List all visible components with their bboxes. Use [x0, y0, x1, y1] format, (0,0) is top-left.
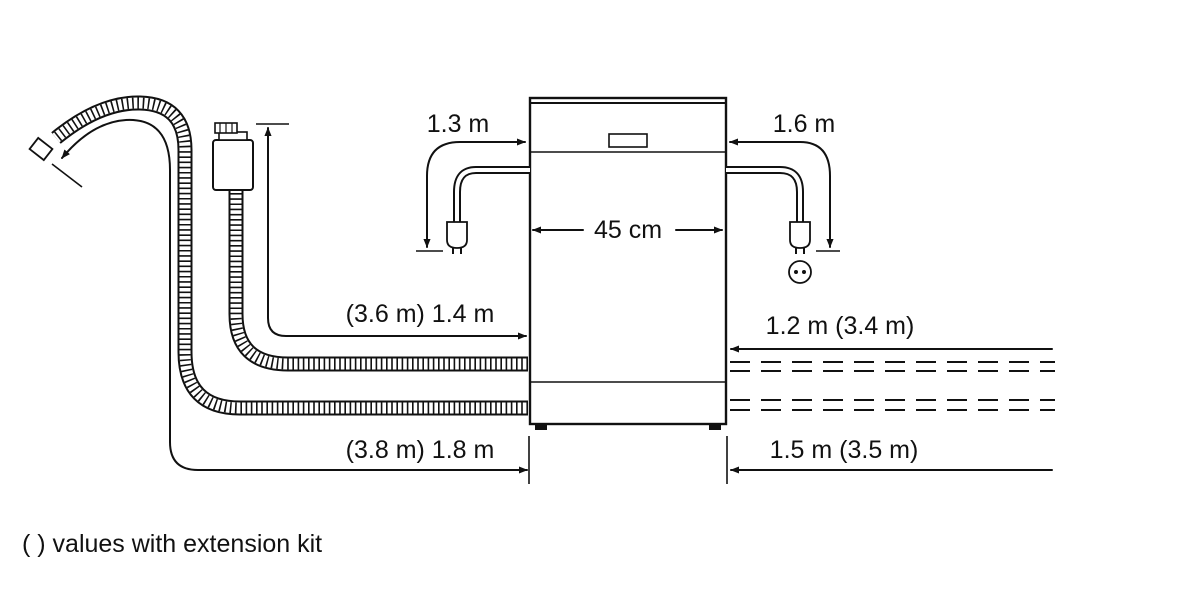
wall-socket-icon: [788, 260, 812, 284]
water-supply-left-length: (3.6 m) 1.4 m: [346, 300, 495, 328]
power-cable-right: 1.6 m: [726, 110, 840, 284]
plug-left-icon: [446, 221, 468, 254]
water-supply-right-length: 1.2 m (3.4 m): [766, 312, 915, 340]
power-cable-left-length: 1.3 m: [427, 110, 490, 138]
right-side-connections: 1.2 m (3.4 m) 1.5 m (3.5 m): [528, 312, 1055, 484]
foot-left: [535, 424, 547, 430]
width-label: 45 cm: [594, 216, 662, 244]
plug-right-icon: [789, 221, 811, 254]
drain-hose-end-icon: [28, 136, 54, 162]
control-panel-display: [608, 133, 648, 148]
drain-hose: (3.8 m) 1.8 m: [28, 95, 528, 474]
water-supply-hose: (3.6 m) 1.4 m: [212, 122, 528, 372]
drain-hose-right-length: 1.5 m (3.5 m): [770, 436, 919, 464]
aquastop-valve-icon: [212, 122, 254, 191]
dishwasher-body: [528, 96, 728, 430]
power-cable-right-length: 1.6 m: [773, 110, 836, 138]
power-cable-left: 1.3 m: [416, 110, 530, 254]
extension-kit-footnote: ( ) values with extension kit: [22, 530, 323, 558]
width-dimension: 45 cm: [532, 216, 723, 244]
foot-right: [709, 424, 721, 430]
dashed-hose-lines: [730, 361, 1055, 411]
drain-hose-left-length: (3.8 m) 1.8 m: [346, 436, 495, 464]
